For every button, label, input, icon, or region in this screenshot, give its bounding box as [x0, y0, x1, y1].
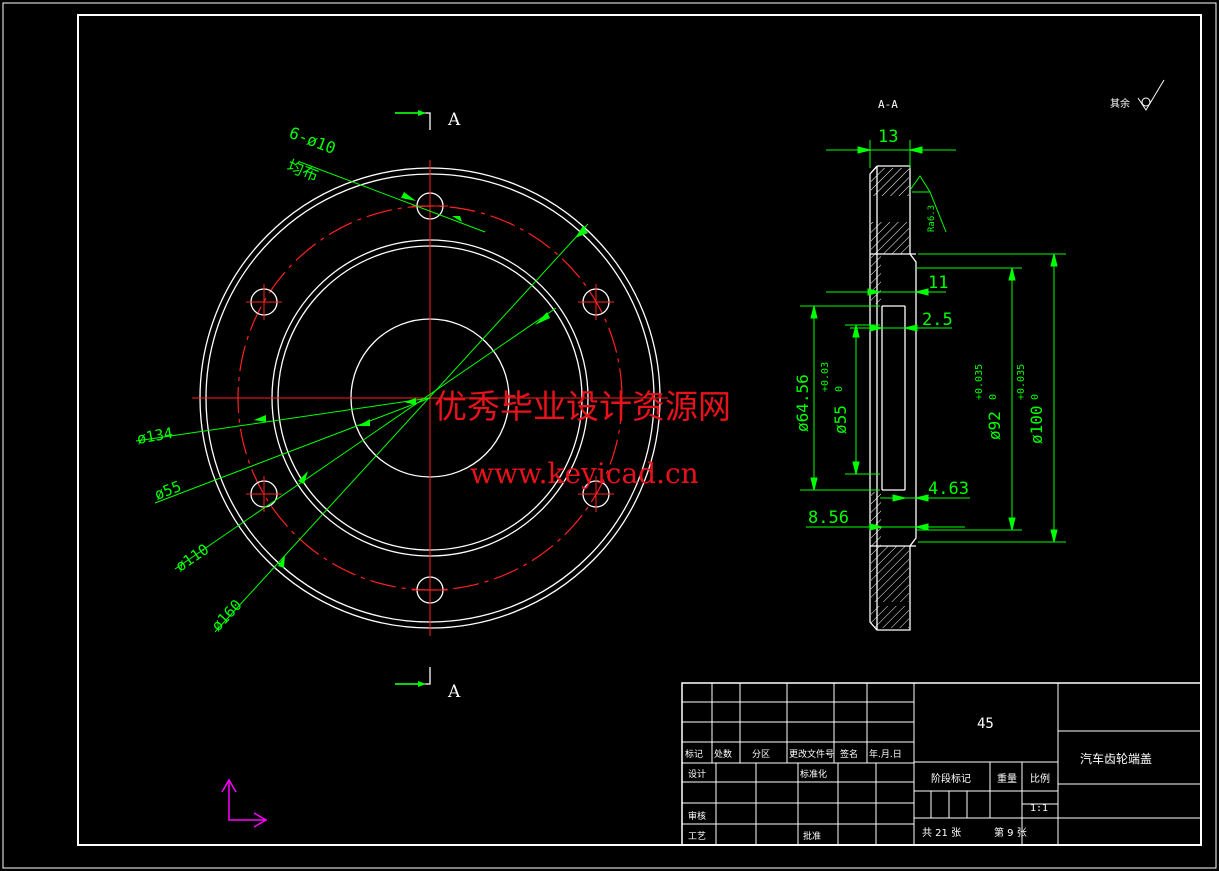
hole-note: 6-ø10 — [287, 123, 339, 158]
rev-header-zone: 分区 — [752, 749, 770, 760]
dim-11 — [826, 288, 946, 296]
dim-label-d100: ø100 — [1027, 405, 1046, 444]
sheet-number: 第 9 张 — [994, 826, 1027, 839]
front-dimension-lines — [135, 161, 589, 633]
rev-header-date: 年.月.日 — [869, 748, 902, 760]
section-marker-bottom: A — [395, 667, 461, 702]
watermark-title: 优秀毕业设计资源网 — [434, 387, 731, 426]
dim-tol-d55-upper: +0.03 — [820, 362, 831, 392]
drawing-frame — [77, 14, 1202, 846]
rev-header-mark: 标记 — [685, 748, 703, 760]
dim-4-63 — [880, 494, 970, 502]
bolt-hole — [578, 284, 614, 320]
dim-label-11: 11 — [928, 273, 948, 293]
scale-value: 1:1 — [1030, 803, 1048, 814]
front-dimension-arrows — [254, 192, 588, 568]
hatch-upper-boss — [871, 254, 881, 304]
check-label: 审核 — [688, 810, 706, 822]
hatch-lower-boss — [871, 492, 881, 546]
surface-finish-symbol — [909, 175, 947, 233]
dim-tol-d55-lower: 0 — [834, 386, 845, 392]
part-name: 汽车齿轮端盖 — [1080, 751, 1152, 766]
title-block-text: 45 汽车齿轮端盖 1:1 阶段标记 重量 比例 共 21 张 第 9 张 标记… — [685, 716, 1152, 842]
title-block-grid — [681, 682, 1202, 846]
stage-label: 阶段标记 — [931, 772, 971, 785]
dim-label-2-5: 2.5 — [922, 310, 953, 330]
section-label-top: A — [447, 110, 461, 130]
weight-label: 重量 — [997, 772, 1017, 785]
dim-tol-d92-upper: +0.035 — [974, 364, 985, 400]
ucs-icon — [221, 778, 268, 828]
scale-label: 比例 — [1030, 772, 1050, 785]
dim-label-d55: ø55 — [831, 405, 850, 434]
section-view: A-A Ra6.3 — [793, 98, 1066, 631]
rev-header-count: 处数 — [714, 748, 732, 760]
dim-label-d55: ø55 — [152, 477, 184, 504]
bolt-hole — [412, 572, 448, 608]
corner-note: 其余 — [1110, 97, 1130, 110]
bolt-hole — [246, 476, 282, 512]
material-value: 45 — [977, 716, 994, 732]
dim-width — [826, 140, 956, 168]
watermark-url: www.keyicad.cn — [470, 457, 699, 490]
dim-line-d160 — [214, 223, 589, 633]
dim-tol-d92-lower: 0 — [988, 394, 999, 400]
dim-8-56 — [806, 523, 965, 531]
section-title: A-A — [878, 98, 898, 111]
section-marker-top: A — [395, 110, 461, 130]
hole-leader-line — [299, 161, 486, 233]
bolt-hole — [246, 284, 282, 320]
dim-label-d134: ø134 — [136, 424, 175, 448]
dim-label-4-63: 4.63 — [928, 479, 969, 499]
dim-line-d55 — [154, 397, 431, 504]
sheet-total: 共 21 张 — [922, 827, 961, 839]
approve-label: 批准 — [803, 830, 821, 842]
bolt-holes — [246, 188, 614, 608]
hatch-top-flange — [871, 168, 909, 196]
process-label: 工艺 — [688, 831, 706, 842]
dim-2-5 — [850, 324, 952, 332]
hatch-bottom-web — [871, 546, 909, 602]
dim-d55 — [845, 324, 880, 475]
dim-line-d134 — [135, 397, 431, 442]
standardize-label: 标准化 — [800, 768, 827, 780]
hole-note-uniform: 均布 — [285, 156, 322, 185]
dim-label-d110: ø110 — [172, 540, 212, 575]
dim-label-d92: ø92 — [985, 411, 1004, 440]
bolt-hole — [578, 476, 614, 512]
dim-d100 — [918, 253, 1066, 543]
designer-label: 设计 — [688, 768, 706, 780]
dim-label-d64-56: ø64.56 — [793, 374, 812, 432]
dim-d92 — [916, 267, 1022, 531]
hatch-top-web — [871, 222, 909, 254]
rev-header-sign: 签名 — [840, 748, 858, 760]
section-label-bottom: A — [447, 682, 461, 702]
rev-header-docno: 更改文件号 — [789, 748, 834, 760]
hatch-bottom-flange — [871, 606, 909, 628]
dim-tol-d100-lower: 0 — [1030, 394, 1041, 400]
dim-tol-d100-upper: +0.035 — [1016, 364, 1027, 400]
dim-line-d110 — [174, 307, 557, 570]
dim-label-d160: ø160 — [208, 596, 246, 635]
dim-d64-56 — [800, 305, 880, 491]
general-roughness-note: 其余 — [1110, 79, 1165, 111]
dim-label-width: 13 — [878, 127, 898, 147]
dim-label-8-56: 8.56 — [808, 508, 849, 528]
surface-roughness: Ra6.3 — [927, 205, 937, 232]
roughness-check-icon — [1137, 79, 1165, 111]
